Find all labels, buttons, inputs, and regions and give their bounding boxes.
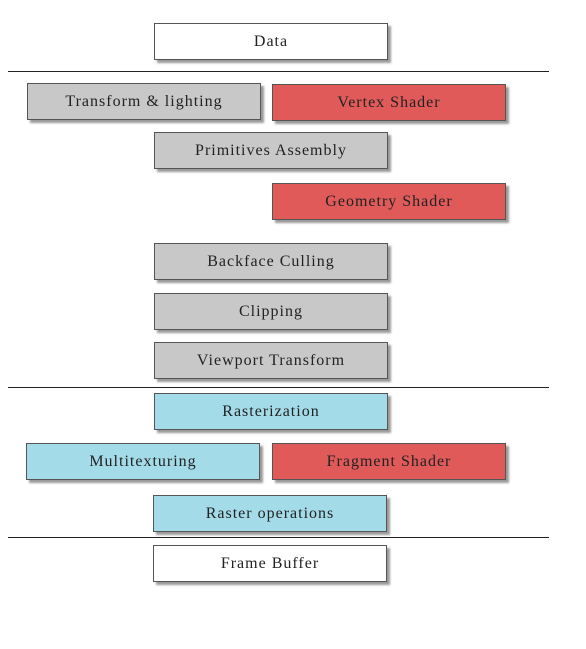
raster-operations-box: Raster operations xyxy=(153,495,387,532)
rasterization-box: Rasterization xyxy=(154,393,388,430)
geometry-shader-box: Geometry Shader xyxy=(272,183,506,220)
primitives-assembly-box: Primitives Assembly xyxy=(154,132,388,169)
vertex-shader-box: Vertex Shader xyxy=(272,84,506,121)
transform-lighting-box: Transform & lighting xyxy=(27,83,261,120)
multitexturing-box: Multitexturing xyxy=(26,443,260,480)
section-divider-vertex xyxy=(8,71,549,72)
viewport-transform-box: Viewport Transform xyxy=(154,342,388,379)
data-box: Data xyxy=(154,23,388,60)
backface-culling-box: Backface Culling xyxy=(154,243,388,280)
section-divider-output xyxy=(8,537,549,538)
clipping-box: Clipping xyxy=(154,293,388,330)
frame-buffer-box: Frame Buffer xyxy=(153,545,387,582)
section-divider-raster xyxy=(8,387,549,388)
fragment-shader-box: Fragment Shader xyxy=(272,443,506,480)
